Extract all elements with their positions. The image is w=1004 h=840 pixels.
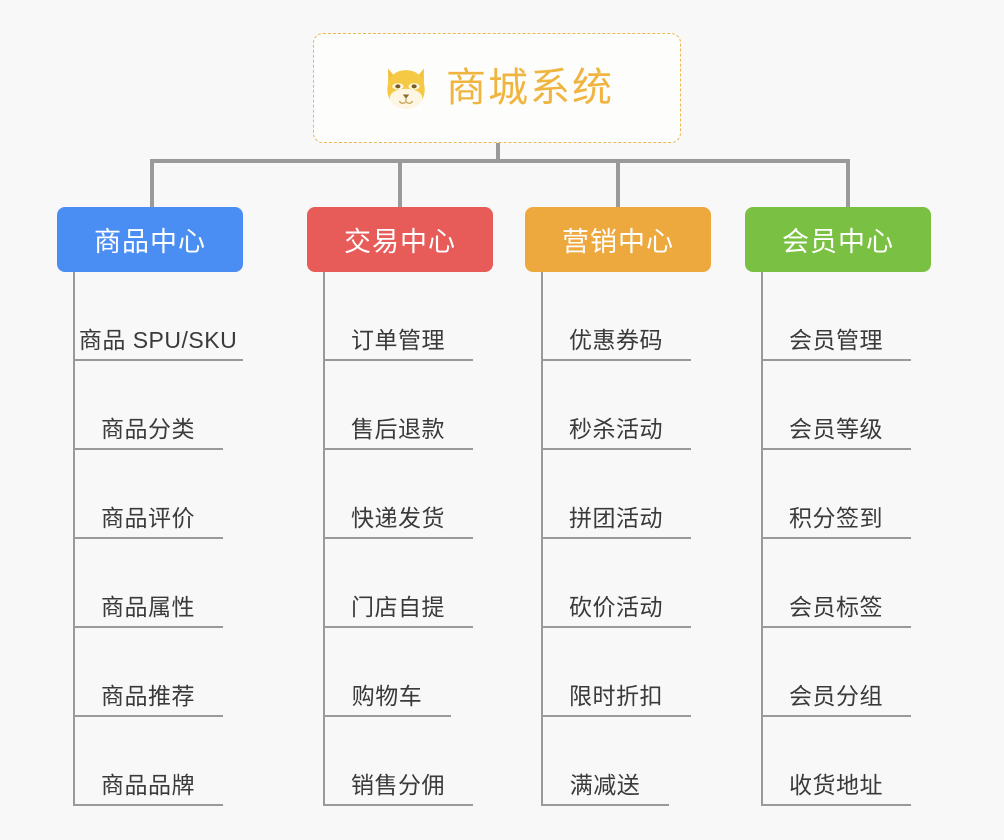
list-item-label: 购物车	[351, 683, 423, 709]
category-header-marketing-center[interactable]: 营销中心	[525, 207, 711, 272]
column-spine	[761, 272, 763, 806]
root-node-card[interactable]: 商城系统	[313, 33, 681, 143]
connector-drop-1	[150, 159, 154, 207]
list-item[interactable]: 会员标签	[761, 539, 911, 628]
list-item[interactable]: 砍价活动	[541, 539, 691, 628]
list-item[interactable]: 快递发货	[323, 450, 473, 539]
column-spine	[323, 272, 325, 806]
list-item-label: 优惠券码	[569, 327, 663, 353]
connector-stem	[496, 143, 500, 162]
column-spine	[541, 272, 543, 806]
category-column-trade-center: 交易中心 订单管理 售后退款 快递发货 门店自提 购物车 销售分佣	[307, 207, 493, 806]
list-item[interactable]: 商品属性	[73, 539, 223, 628]
category-column-member-center: 会员中心 会员管理 会员等级 积分签到 会员标签 会员分组 收货地址	[745, 207, 931, 806]
list-item-label: 售后退款	[351, 416, 445, 442]
list-item[interactable]: 商品分类	[73, 361, 223, 450]
list-item-label: 收货地址	[789, 772, 883, 798]
list-item-label: 会员等级	[789, 416, 883, 442]
category-column-marketing-center: 营销中心 优惠券码 秒杀活动 拼团活动 砍价活动 限时折扣 满减送	[525, 207, 711, 806]
list-item[interactable]: 门店自提	[323, 539, 473, 628]
list-item-label: 订单管理	[351, 327, 445, 353]
category-items-trade-center: 订单管理 售后退款 快递发货 门店自提 购物车 销售分佣	[323, 272, 493, 806]
list-item[interactable]: 拼团活动	[541, 450, 691, 539]
list-item-label: 限时折扣	[569, 683, 663, 709]
list-item-label: 商品评价	[101, 505, 195, 531]
category-header-product-center[interactable]: 商品中心	[57, 207, 243, 272]
list-item[interactable]: 商品推荐	[73, 628, 223, 717]
category-items-marketing-center: 优惠券码 秒杀活动 拼团活动 砍价活动 限时折扣 满减送	[541, 272, 711, 806]
list-item-label: 商品分类	[101, 416, 195, 442]
root-node-title: 商城系统	[446, 66, 614, 110]
list-item[interactable]: 商品 SPU/SKU	[73, 272, 243, 361]
category-items-member-center: 会员管理 会员等级 积分签到 会员标签 会员分组 收货地址	[761, 272, 931, 806]
list-item[interactable]: 收货地址	[761, 717, 911, 806]
list-item[interactable]: 订单管理	[323, 272, 473, 361]
list-item[interactable]: 会员等级	[761, 361, 911, 450]
list-item[interactable]: 优惠券码	[541, 272, 691, 361]
list-item-label: 会员管理	[789, 327, 883, 353]
list-item[interactable]: 销售分佣	[323, 717, 473, 806]
list-item[interactable]: 会员分组	[761, 628, 911, 717]
list-item-label: 商品品牌	[101, 772, 195, 798]
list-item[interactable]: 售后退款	[323, 361, 473, 450]
list-item-label: 快递发货	[351, 505, 445, 531]
category-items-product-center: 商品 SPU/SKU 商品分类 商品评价 商品属性 商品推荐 商品品牌	[73, 272, 243, 806]
list-item[interactable]: 满减送	[541, 717, 669, 806]
list-item-label: 商品 SPU/SKU	[78, 327, 238, 353]
list-item-label: 拼团活动	[569, 505, 663, 531]
list-item[interactable]: 商品品牌	[73, 717, 223, 806]
connector-drop-3	[616, 159, 620, 207]
connector-drop-2	[398, 159, 402, 207]
list-item-label: 销售分佣	[351, 772, 445, 798]
list-item-label: 商品推荐	[101, 683, 195, 709]
list-item-label: 积分签到	[789, 505, 883, 531]
connector-drop-4	[846, 159, 850, 207]
list-item[interactable]: 积分签到	[761, 450, 911, 539]
list-item-label: 秒杀活动	[569, 416, 663, 442]
list-item-label: 砍价活动	[569, 594, 663, 620]
list-item[interactable]: 限时折扣	[541, 628, 691, 717]
list-item[interactable]: 商品评价	[73, 450, 223, 539]
shiba-dog-face-icon	[380, 62, 432, 114]
column-spine	[73, 272, 75, 806]
list-item-label: 门店自提	[351, 594, 445, 620]
list-item-label: 商品属性	[101, 594, 195, 620]
list-item[interactable]: 会员管理	[761, 272, 911, 361]
category-header-trade-center[interactable]: 交易中心	[307, 207, 493, 272]
list-item-label: 满减送	[569, 772, 641, 798]
category-header-member-center[interactable]: 会员中心	[745, 207, 931, 272]
list-item[interactable]: 购物车	[323, 628, 451, 717]
connector-horizontal-bar	[150, 159, 850, 163]
list-item-label: 会员分组	[789, 683, 883, 709]
list-item-label: 会员标签	[789, 594, 883, 620]
category-column-product-center: 商品中心 商品 SPU/SKU 商品分类 商品评价 商品属性 商品推荐 商品品牌	[57, 207, 243, 806]
list-item[interactable]: 秒杀活动	[541, 361, 691, 450]
